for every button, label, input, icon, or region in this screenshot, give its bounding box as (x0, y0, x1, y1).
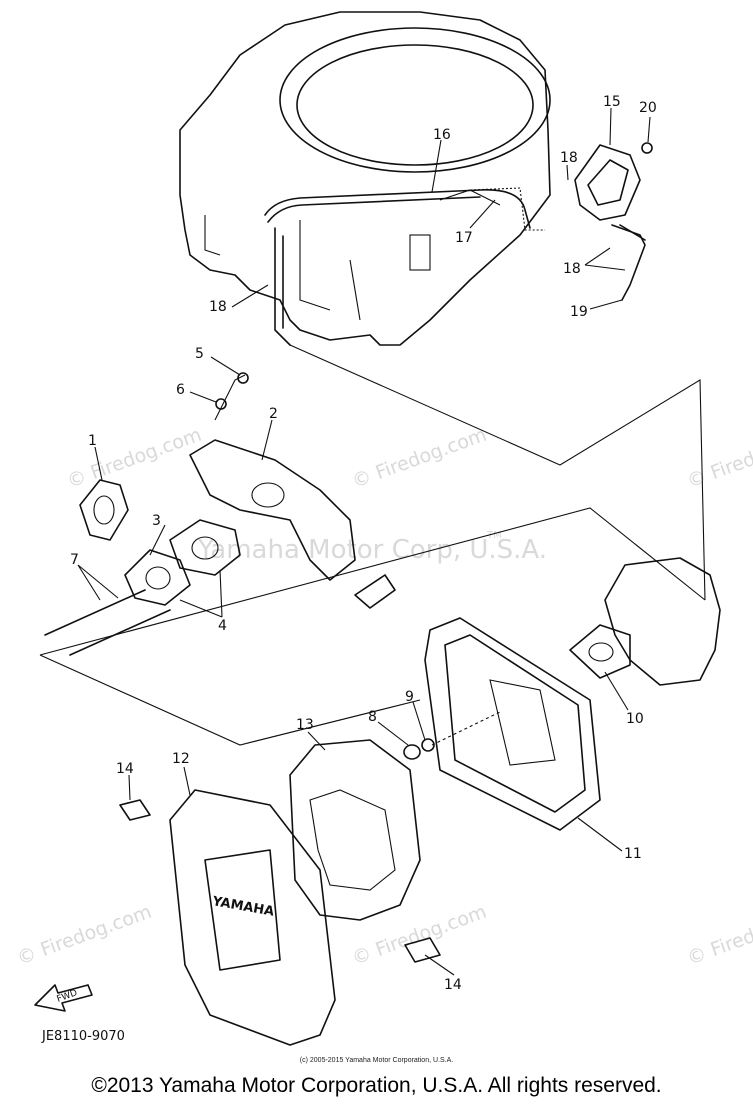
gasket-part-4 (169, 519, 241, 576)
air-cleaner-case (403, 617, 601, 831)
diagram-code: JE8110-9070 (41, 1029, 125, 1044)
callout-numbers: 1 2 3 4 5 6 7 8 9 10 11 12 13 14 14 15 1… (70, 94, 657, 993)
fuel-line (264, 187, 545, 346)
callout-9: 9 (405, 689, 414, 705)
watermark-site: © Firedog.com (684, 424, 753, 493)
cover-brand-text: YAMAHA (210, 894, 275, 920)
callout-18: 18 (560, 150, 578, 166)
case-part-11 (424, 617, 601, 831)
carburetor (569, 557, 721, 686)
bolt-part-5 (237, 372, 249, 384)
callout-14: 14 (116, 761, 134, 777)
callout-17: 17 (455, 230, 473, 246)
callout-2: 2 (269, 406, 278, 422)
watermark-site: © Firedog.com (349, 901, 489, 970)
callout-11: 11 (624, 846, 642, 862)
cover-part-12 (169, 789, 336, 1046)
callout-4: 4 (218, 618, 227, 634)
gasket-part-1 (79, 479, 129, 541)
callout-7: 7 (70, 552, 79, 568)
watermark-site: © Firedog.com (684, 901, 753, 970)
callout-13: 13 (296, 717, 314, 733)
copyright-small: (c) 2005-2015 Yamaha Motor Corporation, … (299, 1057, 454, 1064)
callout-3: 3 (152, 513, 161, 529)
watermark-tm: TM (486, 530, 502, 541)
washer-part-9 (421, 738, 435, 752)
air-filter-element (289, 739, 421, 921)
callout-19: 19 (570, 304, 588, 320)
copyright-main: ©2013 Yamaha Motor Corporation, U.S.A. A… (91, 1074, 662, 1097)
watermark-site: © Firedog.com (14, 901, 154, 970)
callout-12: 12 (172, 751, 190, 767)
fuel-pump (574, 142, 653, 301)
callout-6: 6 (176, 382, 185, 398)
callout-14: 14 (444, 977, 462, 993)
callout-10: 10 (626, 711, 644, 727)
callout-1: 1 (88, 433, 97, 449)
callout-8: 8 (368, 709, 377, 725)
fwd-arrow: FWD (34, 984, 93, 1012)
stud-part-7 (44, 589, 146, 636)
callout-20: 20 (639, 100, 657, 116)
callout-5: 5 (195, 346, 204, 362)
callout-leaders (77, 107, 651, 976)
callout-18: 18 (563, 261, 581, 277)
watermark-owner: Yamaha Motor Corp, U.S.A. (197, 535, 547, 565)
gasket-part-10 (569, 624, 631, 679)
callout-18: 18 (209, 299, 227, 315)
callout-15: 15 (603, 94, 621, 110)
clip-part-14 (404, 937, 441, 963)
gasket-part-3 (124, 549, 191, 606)
intake-parts (44, 372, 396, 656)
engine-shroud (179, 11, 551, 346)
element-part-13 (289, 739, 421, 921)
washer-part-6 (215, 398, 227, 410)
air-cleaner-cover: YAMAHA (169, 789, 336, 1046)
assembly-lines (39, 344, 706, 746)
watermark-site: © Firedog.com (349, 424, 489, 493)
watermarks: © Firedog.com © Firedog.com © Firedog.co… (14, 424, 753, 970)
nut-part-8 (403, 744, 421, 760)
callout-16: 16 (433, 127, 451, 143)
watermark-site: © Firedog.com (64, 424, 204, 493)
bracket-part-2 (189, 439, 356, 581)
clip-part-14 (119, 799, 151, 821)
